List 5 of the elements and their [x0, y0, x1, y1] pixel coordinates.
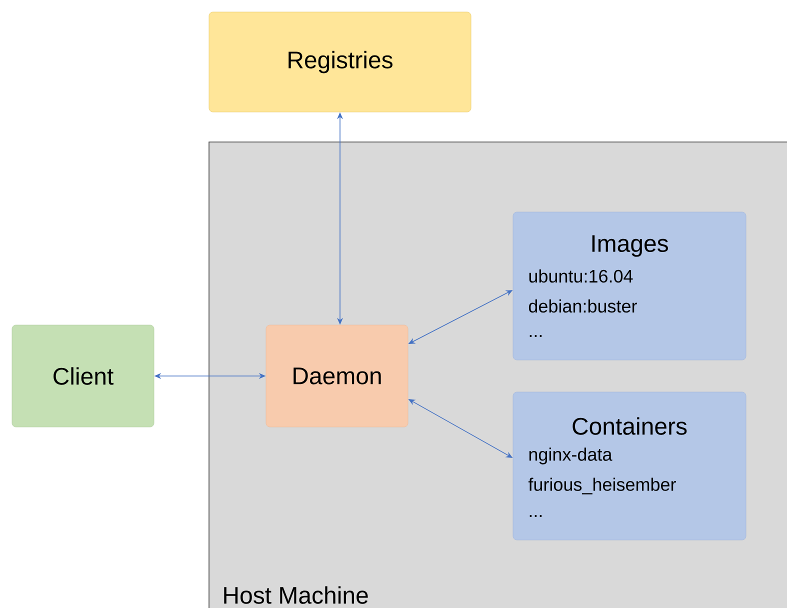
- storage-box: Images ubuntu:16.04 debian:buster ...: [512, 212, 746, 360]
- process-box: Registries: [208, 12, 472, 112]
- process-box: Daemon: [266, 324, 408, 428]
- process-box: Client: [12, 324, 154, 428]
- storage-box: Containers nginx-data furious_heisember ...: [512, 392, 746, 540]
